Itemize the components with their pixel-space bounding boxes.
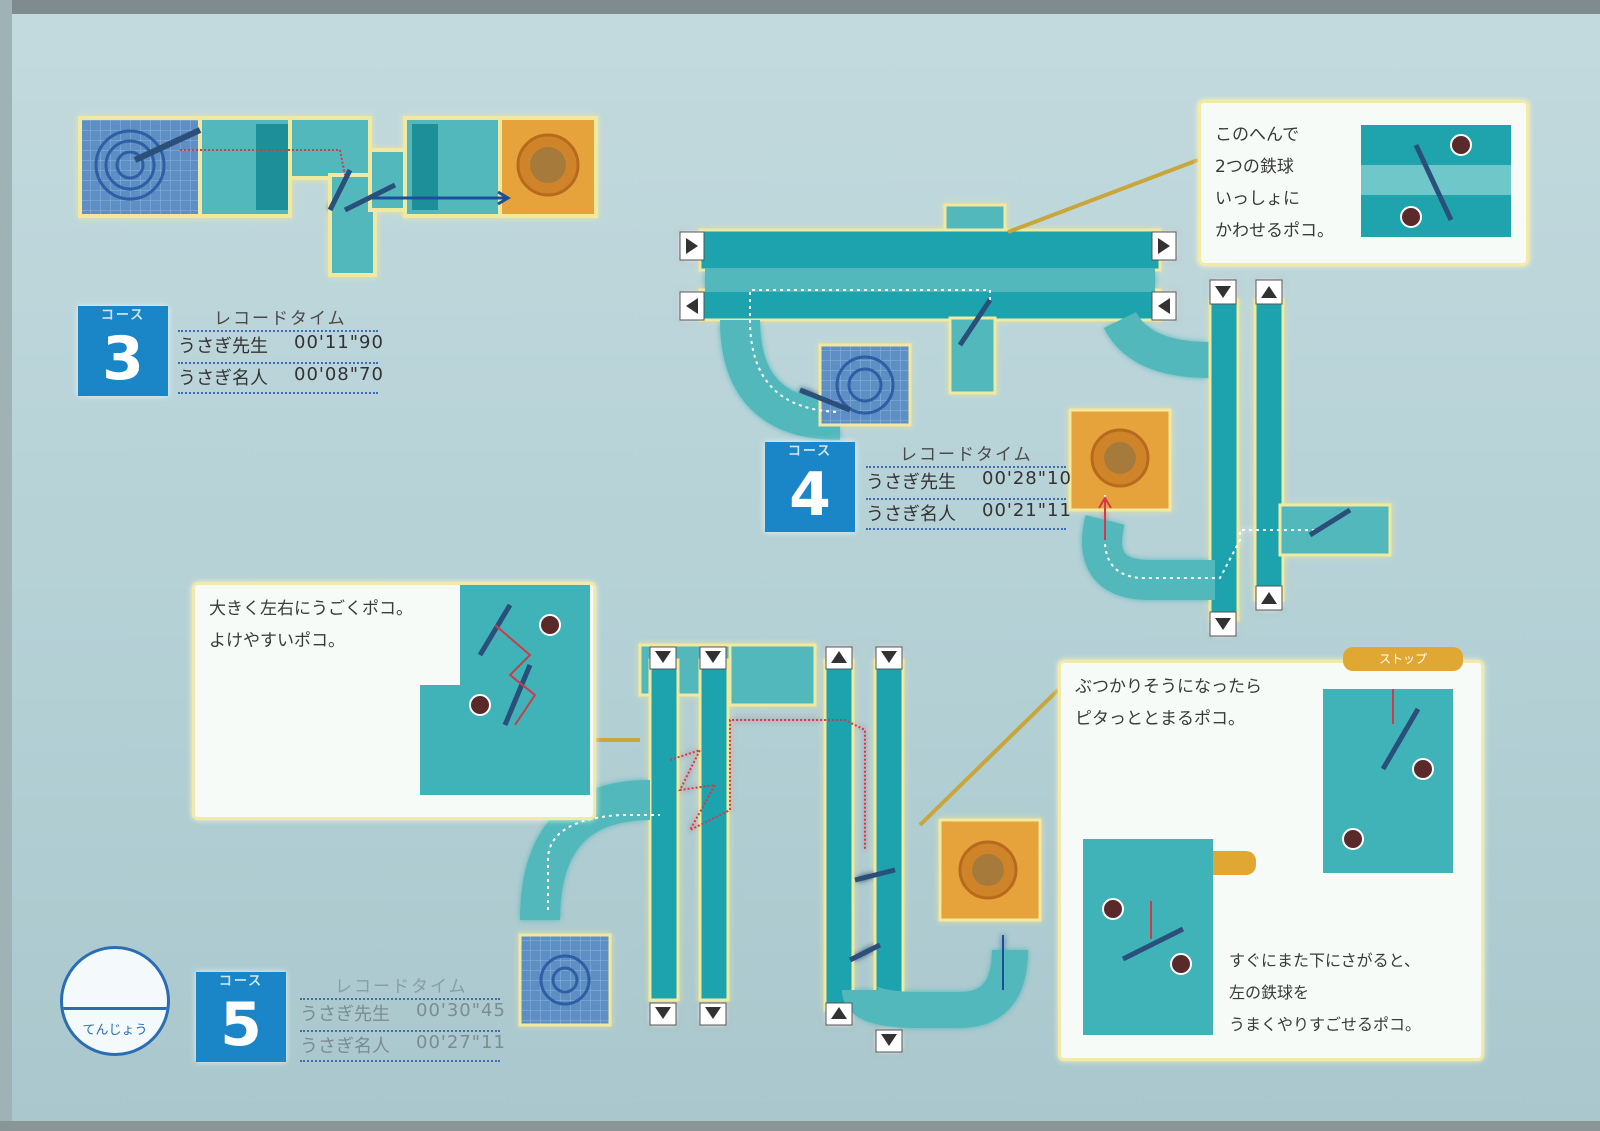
- course5-right-note-top-text: ぶつかりそうになったら ピタっととまるポコ。: [1075, 677, 1262, 729]
- iron-ball-icon: [469, 694, 491, 716]
- course3-record-time: 00'11"90: [294, 332, 384, 353]
- course5-record-time: 00'30"45: [416, 1000, 506, 1021]
- course5-record-name: うさぎ名人: [300, 1036, 390, 1057]
- iron-ball-icon: [539, 614, 561, 636]
- course3-record-row: うさぎ名人 00'08"70: [178, 362, 383, 394]
- course4-number: 4: [789, 460, 831, 530]
- course5-map: [518, 643, 1042, 1053]
- iron-ball-icon: [1342, 828, 1364, 850]
- course3-number: 3: [102, 324, 144, 394]
- course3-record-title: レコードタイム: [214, 309, 347, 329]
- course5-stop-diagram: [1323, 689, 1453, 873]
- course4-badge-label: コース: [787, 444, 833, 459]
- iron-ball-icon: [1170, 953, 1192, 975]
- course5-number: 5: [220, 990, 262, 1060]
- page-top-edge: [0, 0, 1600, 14]
- course5-badge: コース 5: [196, 972, 286, 1062]
- course3-badge: コース 3: [78, 306, 168, 396]
- course5-record-time: 00'27"11: [416, 1032, 506, 1053]
- course4-note-text: このへんで 2つの鉄球 いっしょに かわせるポコ。: [1215, 125, 1334, 241]
- course3-start-target-icon: [94, 129, 166, 201]
- course5-record-title: レコードタイム: [335, 977, 468, 997]
- course5-record-name: うさぎ先生: [300, 1004, 390, 1025]
- logo-divider: [63, 1007, 167, 1010]
- course3-map: [78, 116, 598, 277]
- course5-goal-pad: [938, 818, 1042, 922]
- course4-record-row: うさぎ名人 00'21"11: [866, 498, 1071, 530]
- course3-record-name: うさぎ先生: [178, 336, 268, 357]
- iron-ball-icon: [1412, 758, 1434, 780]
- tenjo-logo: てんじょう: [60, 946, 170, 1056]
- page-bottom-edge: [0, 1121, 1600, 1131]
- course4-record-time: 00'28"10: [982, 468, 1072, 489]
- course4-callout-line: [1007, 158, 1199, 234]
- iron-ball-icon: [1400, 206, 1422, 228]
- course5-down-diagram: [1083, 839, 1213, 1035]
- course5-left-note-diagram: [420, 585, 590, 795]
- course3-start-pad: [78, 116, 202, 218]
- course5-right-note-callout: ぶつかりそうになったら ピタっととまるポコ。 ストップ さがる すぐにまた下にさ…: [1058, 647, 1484, 1061]
- course5-right-callout-line: [918, 688, 1060, 827]
- course4-record-time: 00'21"11: [982, 500, 1072, 521]
- course4-record-name: うさぎ先生: [866, 472, 956, 493]
- iron-ball-icon: [1450, 134, 1472, 156]
- logo-label: てんじょう: [82, 1023, 148, 1038]
- course4-record-row: うさぎ先生 00'28"10: [866, 466, 1071, 496]
- course4-record-name: うさぎ名人: [866, 504, 956, 525]
- course3-badge-label: コース: [100, 308, 146, 323]
- course5-right-note-bottom-text: すぐにまた下にさがると、 左の鉄球を うまくやりすごせるポコ。: [1229, 951, 1422, 1034]
- course5-left-note-callout: 大きく左右にうごくポコ。 よけやすいポコ。: [192, 582, 596, 820]
- course5-left-note-text: 大きく左右にうごくポコ。 よけやすいポコ。: [209, 599, 413, 651]
- course4-note-diagram: [1361, 125, 1511, 237]
- course5-record-row: うさぎ先生 00'30"45: [300, 998, 505, 1028]
- iron-ball-icon: [1102, 898, 1124, 920]
- course5-badge-label: コース: [218, 974, 264, 989]
- course5-start-pad: [518, 933, 612, 1027]
- course4-note-callout: このへんで 2つの鉄球 いっしょに かわせるポコ。: [1198, 100, 1529, 266]
- page-left-edge: [0, 0, 12, 1131]
- course3-record-name: うさぎ名人: [178, 368, 268, 389]
- stop-tag: ストップ: [1343, 647, 1463, 671]
- course4-record-title: レコードタイム: [900, 445, 1033, 465]
- course3-record-time: 00'08"70: [294, 364, 384, 385]
- course4-map: [679, 203, 1392, 637]
- course5-record-row: うさぎ名人 00'27"11: [300, 1030, 505, 1062]
- course3-record-row: うさぎ先生 00'11"90: [178, 330, 383, 360]
- course4-badge: コース 4: [765, 442, 855, 532]
